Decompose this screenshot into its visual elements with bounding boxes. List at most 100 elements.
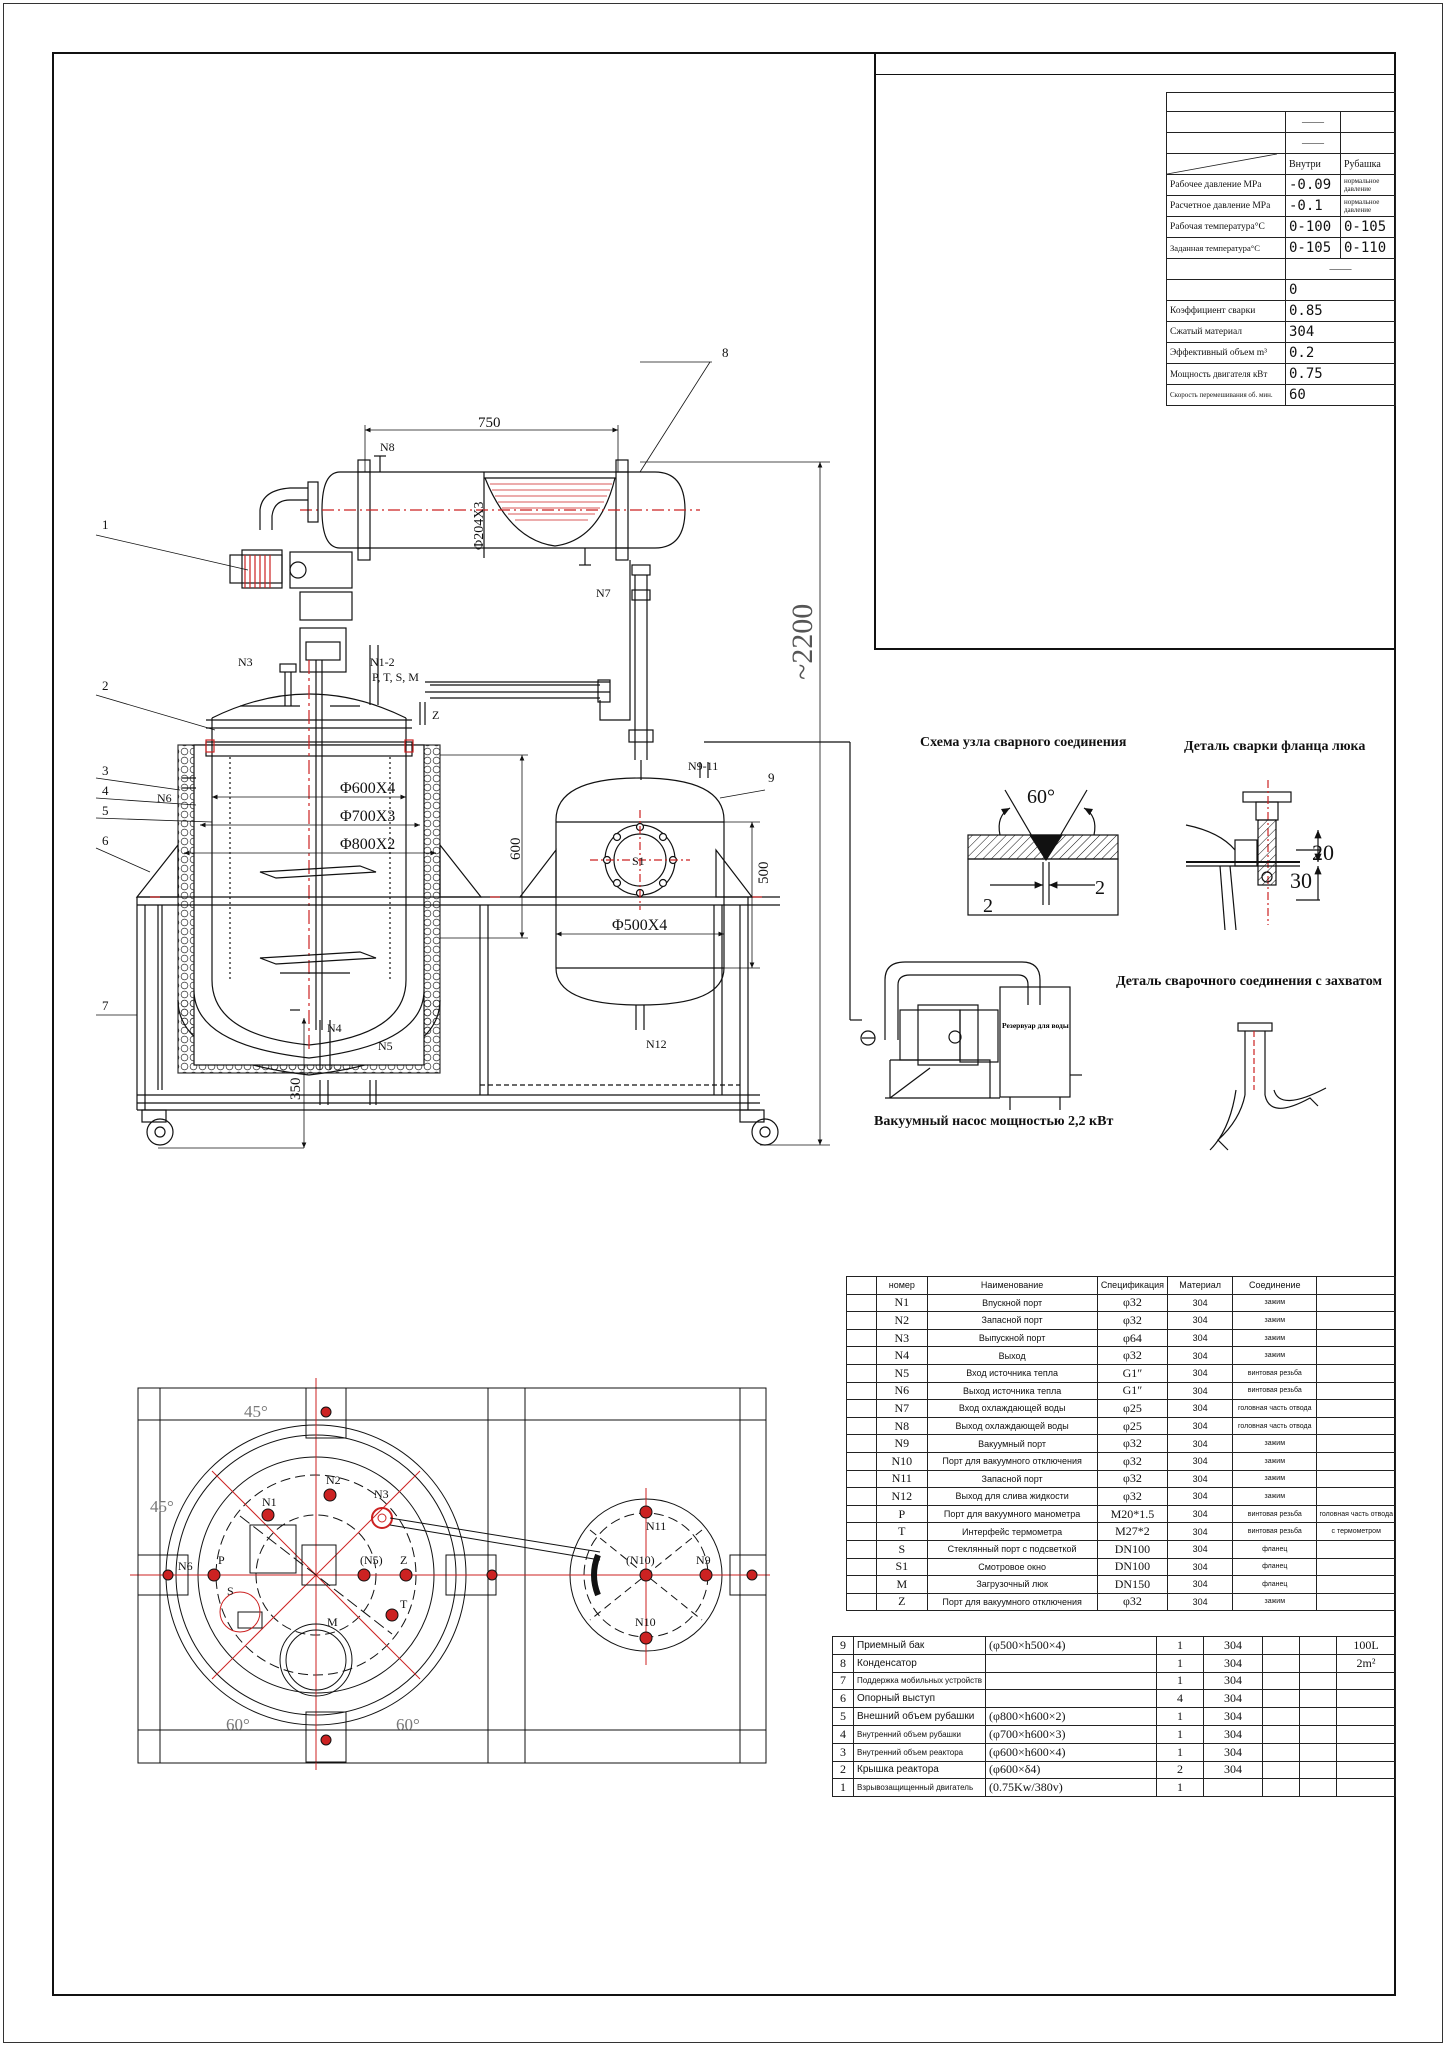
port-code-cell: T — [875, 1522, 928, 1541]
inner-frame — [52, 52, 1396, 1996]
dia-700: Φ700X3 — [340, 808, 395, 825]
port-name-cell: Вакуумный порт — [926, 1434, 1098, 1453]
port-conn-cell: головная часть отвода — [1232, 1399, 1318, 1418]
port-extra-cell — [1316, 1328, 1396, 1348]
port-spec-cell: DN150 — [1096, 1575, 1169, 1594]
label-n3: N3 — [238, 655, 253, 669]
port-mat-cell: 304 — [1167, 1328, 1234, 1348]
part-mat-cell: 304 — [1203, 1689, 1264, 1709]
blank-cell — [1299, 1671, 1338, 1691]
dia-500: Φ500X4 — [612, 917, 667, 934]
vacuum-pump — [860, 961, 1082, 1110]
part-name-cell: Внутренний объем реактора — [852, 1742, 987, 1762]
plan-label-n9: N9 — [696, 1553, 711, 1567]
spec-row: Скорость перемешивания об. мин.60 — [1166, 384, 1396, 406]
port-name-cell: Порт для вакуумного отключения — [926, 1592, 1098, 1612]
port-extra-cell — [1316, 1575, 1396, 1594]
port-mat-cell: 304 — [1167, 1311, 1234, 1330]
dim-2200: ~2200 — [786, 604, 819, 680]
part-name-cell: Опорный выступ — [852, 1689, 987, 1709]
port-mat-cell: 304 — [1167, 1592, 1234, 1612]
port-mat-cell: 304 — [1167, 1575, 1234, 1594]
part-note-cell — [1336, 1707, 1396, 1726]
port-conn-cell: фланец — [1232, 1575, 1318, 1594]
plan-label-z: Z — [400, 1553, 407, 1567]
label-z: Z — [432, 708, 439, 722]
part-qty-cell: 1 — [1156, 1707, 1205, 1726]
part-qty-cell: 1 — [1156, 1636, 1205, 1655]
weld-joint-detail — [967, 789, 1119, 916]
part-num-cell: 5 — [832, 1707, 854, 1726]
blank-cell — [846, 1363, 877, 1383]
port-conn-cell: зажим — [1232, 1469, 1318, 1489]
weld-gap-right: 2 — [1095, 877, 1105, 899]
part-note-cell — [1336, 1671, 1396, 1691]
port-extra-cell: с термометром — [1316, 1522, 1396, 1541]
blank-cell — [1262, 1742, 1301, 1762]
leader-5: 5 — [102, 803, 109, 818]
blank-cell — [1299, 1689, 1338, 1709]
blank-cell — [1299, 1742, 1338, 1762]
part-mat-cell: 304 — [1203, 1724, 1264, 1744]
port-spec-cell: φ32 — [1096, 1469, 1169, 1489]
ports-header-material: Материал — [1167, 1276, 1234, 1295]
weld-angle: 60° — [1027, 786, 1055, 808]
port-mat-cell: 304 — [1167, 1469, 1234, 1489]
port-conn-cell: зажим — [1232, 1311, 1318, 1330]
part-num-cell: 9 — [832, 1636, 854, 1655]
blank-cell — [1262, 1778, 1301, 1798]
blank-cell — [846, 1539, 877, 1559]
part-name-cell: Внешний объем рубашки — [852, 1707, 987, 1726]
plan-label-p: P — [218, 1553, 225, 1567]
port-extra-cell — [1316, 1469, 1396, 1489]
label-n7: N7 — [596, 586, 611, 600]
label-n6: N6 — [157, 791, 172, 805]
port-extra-cell — [1316, 1293, 1396, 1313]
port-name-cell: Порт для вакуумного отключения — [926, 1451, 1098, 1471]
blank-cell — [846, 1328, 877, 1348]
port-extra-cell — [1316, 1381, 1396, 1401]
blank-cell — [1262, 1636, 1301, 1655]
leader-3: 3 — [102, 763, 109, 778]
port-spec-cell: M27*2 — [1096, 1522, 1169, 1541]
label-n9-11: N9-11 — [688, 759, 718, 773]
blank-cell — [846, 1381, 877, 1401]
port-spec-cell: φ32 — [1096, 1434, 1169, 1453]
blank-cell — [846, 1487, 877, 1506]
part-mat-cell: 304 — [1203, 1742, 1264, 1762]
blank-cell — [846, 1469, 877, 1489]
label-ptsm: P, T, S, M — [372, 670, 419, 684]
blank-cell — [1262, 1724, 1301, 1744]
flange-dim-20: 20 — [1312, 840, 1334, 865]
caption-flange: Деталь сварки фланца люка — [1184, 739, 1366, 754]
blank-cell — [846, 1557, 877, 1577]
part-num-cell: 3 — [832, 1742, 854, 1762]
part-name-cell: Поддержка мобильных устройств — [852, 1671, 987, 1691]
part-dim-cell: (φ600×h600×4) — [985, 1742, 1158, 1762]
leader-9: 9 — [768, 770, 775, 785]
port-spec-cell: φ32 — [1096, 1293, 1169, 1313]
port-mat-cell: 304 — [1167, 1434, 1234, 1453]
port-name-cell: Запасной порт — [926, 1311, 1098, 1330]
plan-angle-45-top: 45° — [244, 1402, 268, 1421]
caption-grip: Деталь сварочного соединения с захватом — [1116, 974, 1382, 989]
part-num-cell: 8 — [832, 1653, 854, 1673]
blank-cell — [1299, 1778, 1338, 1798]
part-mat-cell — [1203, 1778, 1264, 1798]
port-code-cell: Z — [875, 1592, 928, 1612]
